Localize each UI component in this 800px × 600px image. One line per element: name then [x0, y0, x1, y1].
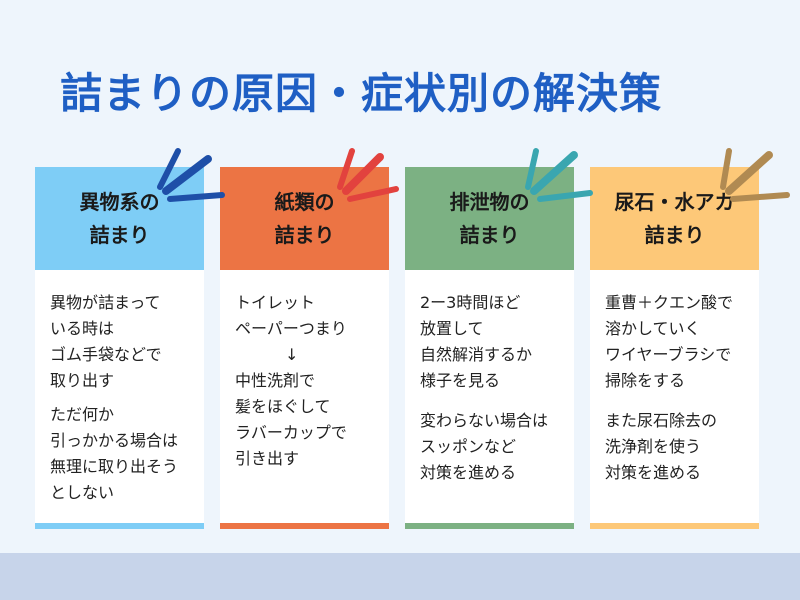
text-line: ただ何か [50, 405, 115, 424]
card-paragraph: 変わらない場合は スッポンなど 対策を進める [420, 408, 548, 486]
card-paragraph: 2ー3時間ほど 放置して 自然解消するか 様子を見る [420, 290, 532, 394]
footer-band [0, 553, 800, 600]
text-line: 異物が詰まって [50, 293, 161, 312]
card-paragraph: トイレット ペーパーつまり ↓ 中性洗剤で 髪をほぐして ラバーカップで 引き出… [235, 290, 347, 472]
card-heading-line: 尿石・水アカ [614, 189, 735, 214]
text-line: また尿石除去の [605, 411, 718, 430]
text-line: 対策を進める [605, 463, 702, 482]
card-excrement: 排泄物の 詰まり 2ー3時間ほど 放置して 自然解消するか 様子を見る 変わらな… [405, 167, 574, 529]
text-line: 中性洗剤で [235, 371, 316, 390]
text-line: 自然解消するか [420, 345, 533, 364]
text-line: スッポンなど [420, 437, 517, 456]
text-line: トイレット [235, 293, 316, 312]
text-line: 引き出す [235, 449, 300, 468]
card-body: 重曹＋クエン酸で 溶かしていく ワイヤーブラシで 掃除をする また尿石除去の 洗… [590, 270, 759, 523]
text-line: ラバーカップで [235, 423, 347, 442]
down-arrow-icon: ↓ [285, 345, 299, 364]
text-line: としない [50, 483, 115, 502]
burst-accent-icon [157, 148, 225, 202]
card-heading-line: 排泄物の [449, 189, 530, 214]
card-heading-line: 異物系の [79, 189, 160, 214]
text-line: 洗浄剤を使う [605, 437, 702, 456]
text-line: 引っかかる場合は [50, 431, 179, 450]
card-heading-line: 詰まり [459, 222, 520, 247]
card-heading-line: 紙類の [274, 189, 335, 214]
text-line: 髪をほぐして [235, 397, 331, 416]
text-line: 掃除をする [605, 371, 686, 390]
card-body: 2ー3時間ほど 放置して 自然解消するか 様子を見る 変わらない場合は スッポン… [405, 270, 574, 523]
text-line: 様子を見る [420, 371, 501, 390]
card-paragraph: また尿石除去の 洗浄剤を使う 対策を進める [605, 408, 717, 486]
text-line: ワイヤーブラシで [605, 345, 732, 364]
card-heading-line: 詰まり [89, 222, 150, 247]
card-footer-bar [405, 523, 574, 529]
text-line: 取り出す [50, 371, 115, 390]
text-line: 対策を進める [420, 463, 517, 482]
burst-accent-icon [525, 148, 593, 202]
text-line: 変わらない場合は [420, 411, 549, 430]
page-title: 詰まりの原因・症状別の解決策 [60, 69, 663, 118]
text-line: 2ー3時間ほど [420, 293, 521, 312]
card-header: 紙類の 詰まり [220, 167, 389, 270]
card-paragraph: 重曹＋クエン酸で 溶かしていく ワイヤーブラシで 掃除をする [605, 290, 733, 394]
text-line: 溶かしていく [605, 319, 701, 338]
card-footer-bar [220, 523, 389, 529]
card-paragraph: ただ何か 引っかかる場合は 無理に取り出そう としない [50, 402, 178, 506]
text-line: いる時は [50, 319, 115, 338]
card-heading-line: 詰まり [644, 222, 705, 247]
text-line: ペーパーつまり [235, 319, 347, 338]
card-paragraph: 異物が詰まって いる時は ゴム手袋などで 取り出す [50, 290, 162, 394]
burst-accent-icon [720, 148, 790, 202]
card-urine-stone: 尿石・水アカ 詰まり 重曹＋クエン酸で 溶かしていく ワイヤーブラシで 掃除をす… [590, 167, 759, 529]
card-foreign-object: 異物系の 詰まり 異物が詰まって いる時は ゴム手袋などで 取り出す ただ何か … [35, 167, 204, 529]
card-body: 異物が詰まって いる時は ゴム手袋などで 取り出す ただ何か 引っかかる場合は … [35, 270, 204, 523]
burst-accent-icon [337, 148, 399, 202]
text-line: 無理に取り出そう [50, 457, 179, 476]
card-paper: 紙類の 詰まり トイレット ペーパーつまり ↓ 中性洗剤で 髪をほぐして ラバー… [220, 167, 389, 529]
card-footer-bar [35, 523, 204, 529]
text-line: ゴム手袋などで [50, 345, 162, 364]
card-body: トイレット ペーパーつまり ↓ 中性洗剤で 髪をほぐして ラバーカップで 引き出… [220, 270, 389, 523]
card-heading-line: 詰まり [274, 222, 335, 247]
text-line: 放置して [420, 319, 484, 338]
text-line: 重曹＋クエン酸で [605, 293, 734, 312]
card-footer-bar [590, 523, 759, 529]
